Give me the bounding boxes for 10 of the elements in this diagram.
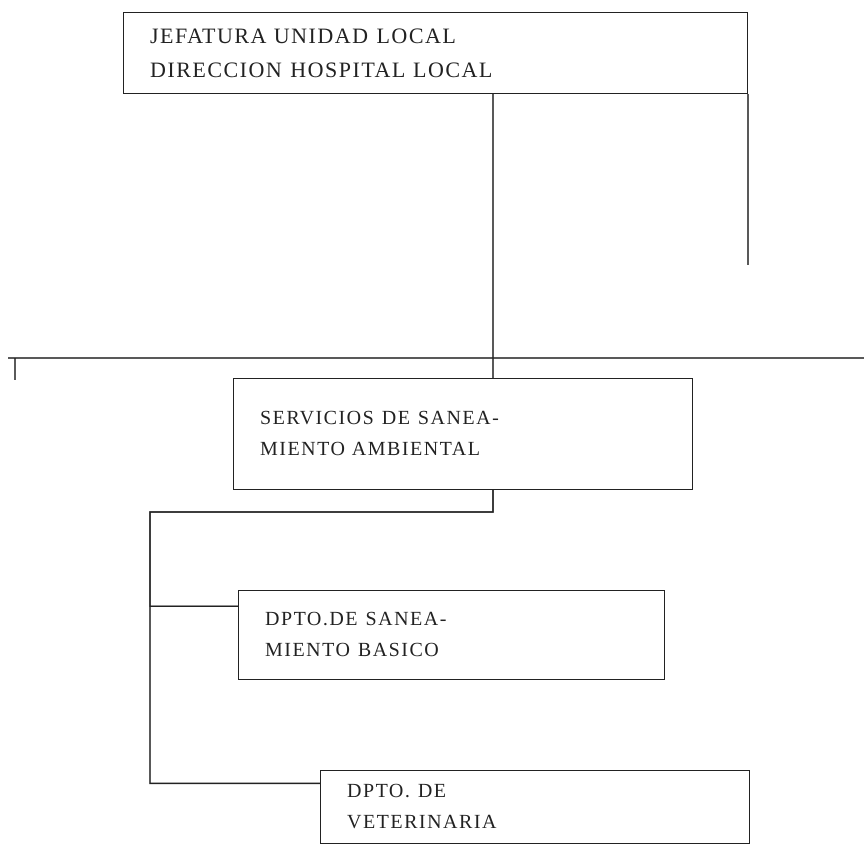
box-label: DPTO. DE VETERINARIA [346, 779, 499, 835]
box-label: DPTO.DE SANEA- MIENTO BASICO [264, 607, 449, 663]
org-box [233, 378, 693, 490]
connector-line [492, 94, 494, 378]
box-label: SERVICIOS DE SANEA- MIENTO AMBIENTAL [259, 406, 502, 462]
connector-line [149, 490, 494, 784]
org-box [238, 590, 665, 680]
org-box [320, 770, 750, 844]
box-label: JEFATURA UNIDAD LOCAL DIRECCION HOSPITAL LOCAL [149, 22, 495, 84]
org-box [123, 12, 748, 94]
